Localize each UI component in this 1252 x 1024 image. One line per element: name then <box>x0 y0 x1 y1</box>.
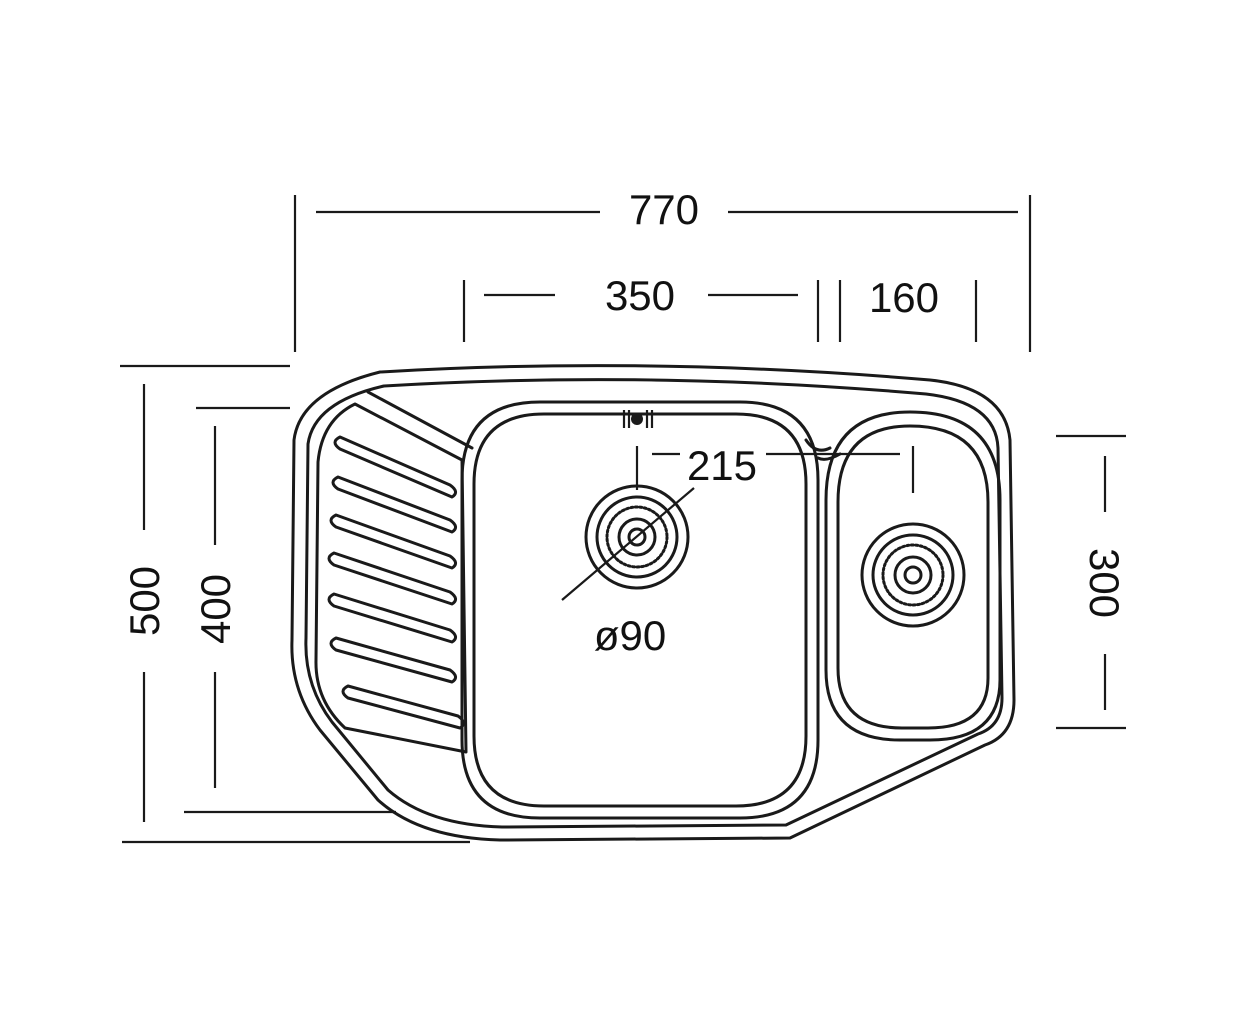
label-770: 770 <box>629 186 699 233</box>
label-diameter-90: ø90 <box>594 612 666 659</box>
sink-outline <box>290 364 1016 842</box>
right-drain <box>860 522 966 628</box>
label-350: 350 <box>605 272 675 319</box>
label-300: 300 <box>1081 548 1128 618</box>
label-500: 500 <box>121 566 168 636</box>
label-215: 215 <box>687 442 757 489</box>
dimension-400 <box>184 406 396 814</box>
overflow-connector <box>804 438 842 461</box>
drainer-board <box>314 390 474 754</box>
diameter-leader <box>561 487 695 601</box>
dimension-770 <box>293 195 1032 352</box>
label-160: 160 <box>869 274 939 321</box>
main-bowl <box>460 400 820 820</box>
dimension-215 <box>635 446 915 493</box>
drainer-grooves <box>327 435 465 730</box>
dimension-350 <box>462 280 820 342</box>
overflow-tap-mark <box>622 410 654 428</box>
dimension-300 <box>1056 434 1126 730</box>
dimension-160 <box>838 280 978 342</box>
label-400: 400 <box>192 574 239 644</box>
dimension-500 <box>120 364 470 844</box>
